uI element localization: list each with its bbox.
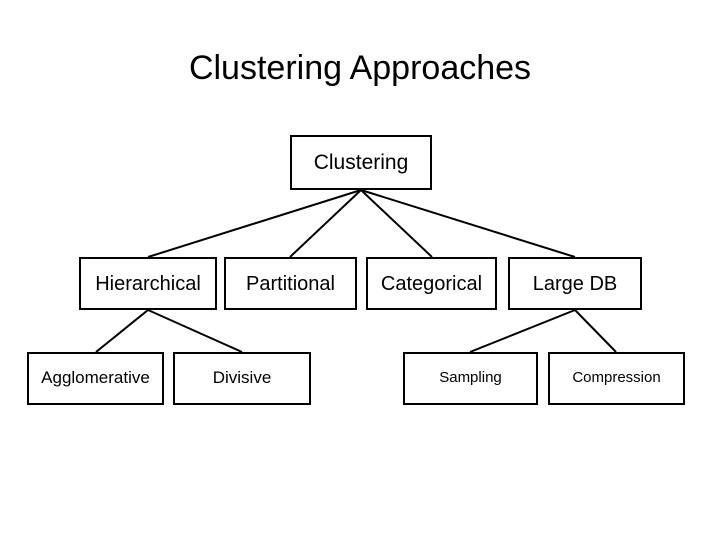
edge-largedb-compression — [574, 309, 617, 353]
node-hierarchical[interactable]: Hierarchical — [79, 257, 217, 310]
node-partitional-label: Partitional — [246, 272, 335, 295]
page-title: Clustering Approaches — [188, 49, 532, 87]
edge-clustering-partitional — [289, 189, 362, 258]
edge-hierarchical-divisive — [147, 309, 243, 353]
node-categorical-label: Categorical — [380, 272, 483, 295]
node-large-db-label: Large DB — [532, 272, 618, 295]
node-partitional[interactable]: Partitional — [224, 257, 357, 310]
node-agglomerative-label: Agglomerative — [41, 368, 150, 388]
node-clustering[interactable]: Clustering — [290, 135, 432, 190]
node-hierarchical-label: Hierarchical — [95, 272, 201, 295]
edge-largedb-sampling — [469, 309, 576, 353]
node-compression-label: Compression — [572, 369, 661, 387]
node-sampling[interactable]: Sampling — [403, 352, 538, 405]
node-divisive-label: Divisive — [212, 368, 272, 388]
node-large-db[interactable]: Large DB — [508, 257, 642, 310]
edge-hierarchical-agglomerative — [95, 309, 149, 353]
node-sampling-label: Sampling — [439, 369, 502, 387]
node-divisive[interactable]: Divisive — [173, 352, 311, 405]
edge-clustering-hierarchical — [147, 189, 362, 258]
edge-clustering-categorical — [360, 189, 433, 258]
edge-clustering-largedb — [360, 189, 576, 258]
node-compression[interactable]: Compression — [548, 352, 685, 405]
node-agglomerative[interactable]: Agglomerative — [27, 352, 164, 405]
node-categorical[interactable]: Categorical — [366, 257, 497, 310]
node-clustering-label: Clustering — [313, 150, 409, 174]
